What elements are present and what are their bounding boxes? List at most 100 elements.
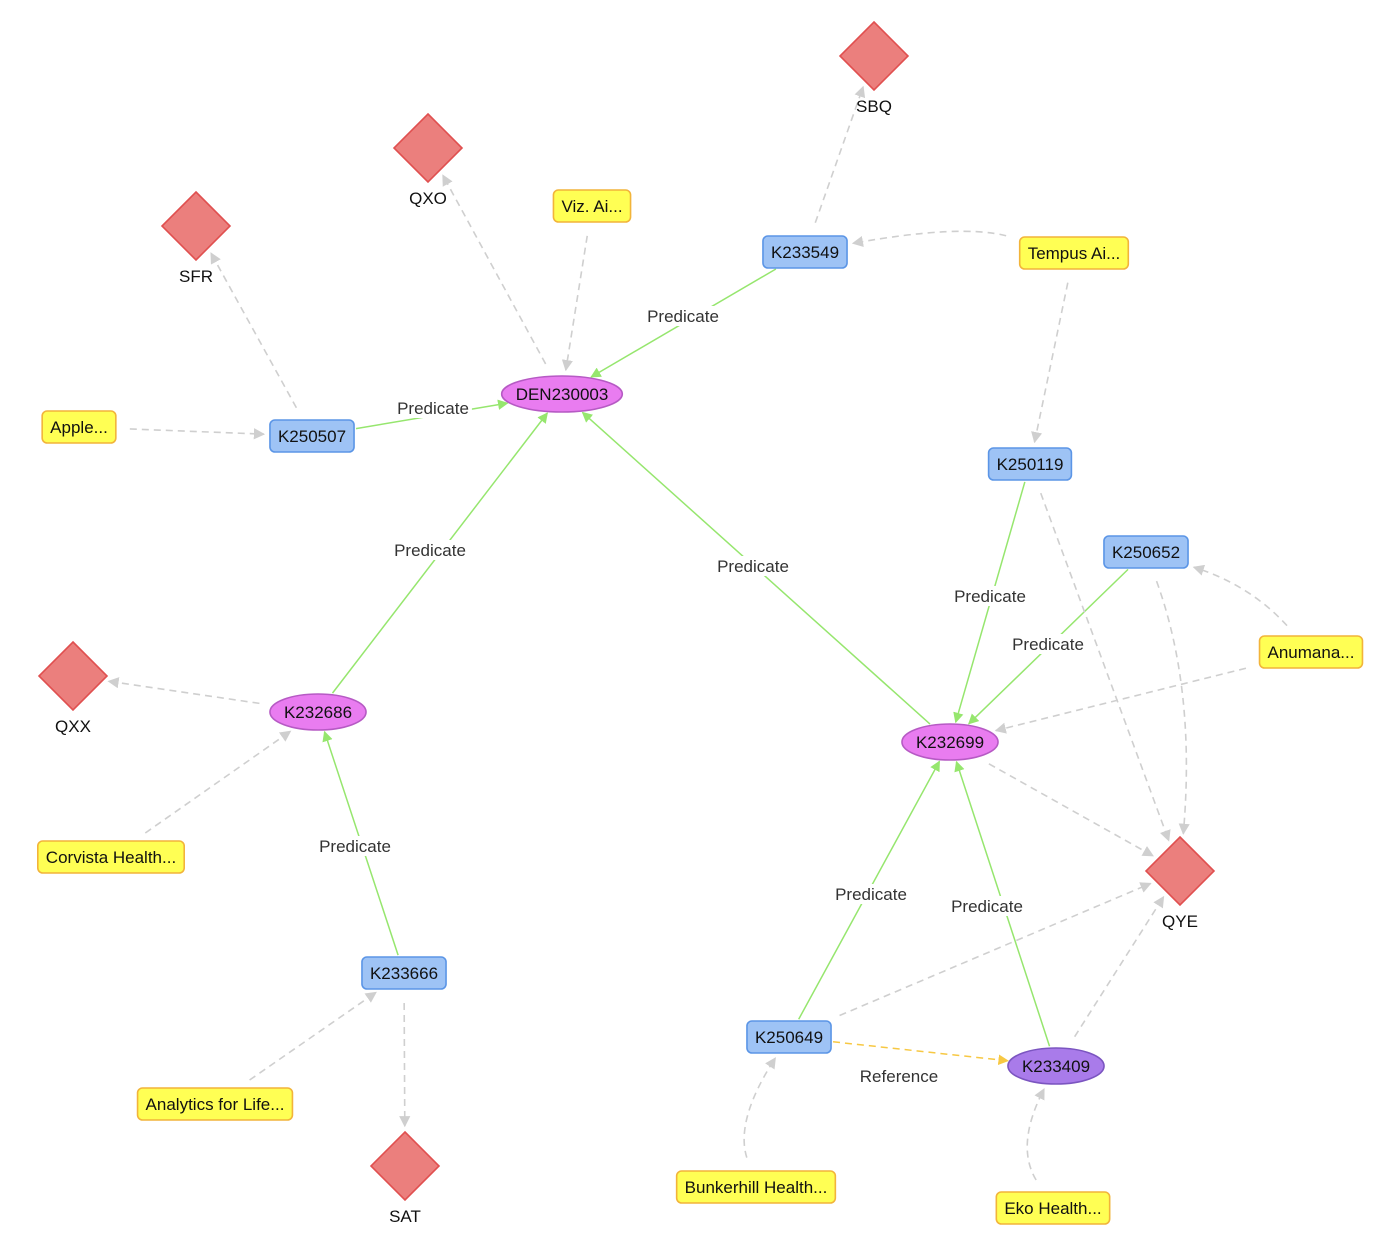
node-k233409[interactable]: K233409: [1007, 1047, 1105, 1085]
node-eko[interactable]: Eko Health...: [995, 1191, 1111, 1225]
edge-label-background: [391, 540, 469, 560]
edge-label-predicate: Predicate: [951, 897, 1023, 916]
edge-bunkerhill-to-k250649[interactable]: [743, 1057, 776, 1158]
node-label: DEN230003: [516, 385, 609, 404]
submission-box: [987, 447, 1073, 481]
node-sat[interactable]: SAT: [369, 1130, 441, 1226]
edge-k232699-to-qye[interactable]: [988, 763, 1154, 857]
node-label: K250119: [997, 455, 1064, 474]
node-bunkerhill[interactable]: Bunkerhill Health...: [675, 1170, 837, 1204]
edge-tempus-to-k233549[interactable]: [851, 230, 1007, 248]
node-anumana[interactable]: Anumana...: [1258, 635, 1364, 669]
node-corvista[interactable]: Corvista Health...: [37, 840, 185, 874]
company-box: [136, 1087, 294, 1121]
edge-k233549-to-sbq[interactable]: [814, 85, 866, 224]
edge-label-predicate: Predicate: [319, 837, 391, 856]
company-box: [1018, 236, 1130, 270]
product-code-diamond: [160, 190, 232, 262]
product-code-diamond: [838, 20, 910, 92]
edge-tempus-to-k250119[interactable]: [1031, 282, 1069, 444]
node-label: QXX: [55, 717, 91, 736]
node-k250119[interactable]: K250119: [987, 447, 1073, 481]
node-qxx[interactable]: QXX: [37, 640, 109, 736]
edge-k250119-to-qye[interactable]: [1039, 492, 1171, 842]
edge-k233409-to-qye[interactable]: [1073, 895, 1165, 1038]
edge-k250649-to-k233409[interactable]: [832, 1041, 1009, 1065]
node-tempus[interactable]: Tempus Ai...: [1018, 236, 1130, 270]
edge-label-predicate: Predicate: [835, 885, 907, 904]
edge-viz-to-den230003[interactable]: [561, 235, 589, 372]
edge-eko-to-k233409[interactable]: [1026, 1087, 1045, 1181]
node-qye[interactable]: QYE: [1144, 835, 1216, 931]
node-label: Viz. Ai...: [561, 197, 622, 216]
edge-label-predicate: Predicate: [394, 541, 466, 560]
node-qxo[interactable]: QXO: [392, 112, 464, 208]
company-box: [995, 1191, 1111, 1225]
node-sfr[interactable]: SFR: [160, 190, 232, 286]
edge-corvista-to-k232686[interactable]: [144, 730, 292, 834]
edge-den230003-to-qxo[interactable]: [442, 174, 547, 365]
node-label: K232686: [284, 703, 352, 722]
node-label: K250652: [1112, 543, 1180, 562]
node-k233549[interactable]: K233549: [762, 235, 848, 269]
node-label: QYE: [1162, 912, 1198, 931]
edge-label-background: [714, 556, 792, 576]
device-ellipse: [901, 723, 999, 761]
edge-k233666-to-sat[interactable]: [399, 1002, 411, 1128]
submission-box: [361, 956, 447, 990]
device-ellipse: [1007, 1047, 1105, 1085]
edge-k250652-to-qye[interactable]: [1155, 580, 1190, 835]
edge-k250507-to-sfr[interactable]: [210, 252, 298, 409]
node-den230003[interactable]: DEN230003: [500, 375, 624, 413]
node-label: K233549: [771, 243, 839, 262]
edge-apple-to-k250507[interactable]: [129, 428, 266, 440]
submission-box: [269, 419, 355, 453]
edge-label-predicate: Predicate: [1012, 635, 1084, 654]
edge-anumana-to-k232699[interactable]: [994, 667, 1247, 734]
node-label: SFR: [179, 267, 213, 286]
node-viz[interactable]: Viz. Ai...: [552, 189, 632, 223]
node-k232699[interactable]: K232699: [901, 723, 999, 761]
node-label: Tempus Ai...: [1028, 244, 1121, 263]
node-label: K250507: [278, 427, 346, 446]
product-code-diamond: [369, 1130, 441, 1202]
edge-k232686-to-qxx[interactable]: [107, 677, 260, 705]
edge-label-reference: Reference: [860, 1067, 938, 1086]
node-k250507[interactable]: K250507: [269, 419, 355, 453]
node-label: Analytics for Life...: [146, 1095, 285, 1114]
edge-anumana-to-k250652[interactable]: [1192, 564, 1288, 627]
edge-label-background: [316, 836, 394, 856]
product-code-diamond: [37, 640, 109, 712]
submission-box: [746, 1020, 832, 1054]
submission-box: [1103, 535, 1189, 569]
node-k232686[interactable]: K232686: [269, 693, 367, 731]
edge-label-background: [1009, 634, 1087, 654]
company-box: [37, 840, 185, 874]
node-analytics[interactable]: Analytics for Life...: [136, 1087, 294, 1121]
node-label: Corvista Health...: [46, 848, 176, 867]
edge-label-predicate: Predicate: [954, 587, 1026, 606]
node-k250652[interactable]: K250652: [1103, 535, 1189, 569]
node-label: K232699: [916, 733, 984, 752]
node-label: Anumana...: [1268, 643, 1355, 662]
node-k233666[interactable]: K233666: [361, 956, 447, 990]
company-box: [675, 1170, 837, 1204]
edge-analytics-to-k233666[interactable]: [249, 991, 377, 1081]
edge-labels-layer: PredicatePredicatePredicatePredicatePred…: [316, 306, 1087, 1086]
node-sbq[interactable]: SBQ: [838, 20, 910, 116]
edge-k250649-to-qye[interactable]: [839, 882, 1152, 1017]
node-label: SBQ: [856, 97, 892, 116]
edge-label-predicate: Predicate: [397, 399, 469, 418]
edge-label-background: [856, 1066, 942, 1086]
edge-label-background: [644, 306, 722, 326]
node-label: SAT: [389, 1207, 421, 1226]
device-ellipse: [500, 375, 624, 413]
company-box: [41, 410, 117, 444]
edge-label-background: [394, 398, 472, 418]
node-label: QXO: [409, 189, 447, 208]
node-label: K233666: [370, 964, 438, 983]
node-apple[interactable]: Apple...: [41, 410, 117, 444]
node-k250649[interactable]: K250649: [746, 1020, 832, 1054]
